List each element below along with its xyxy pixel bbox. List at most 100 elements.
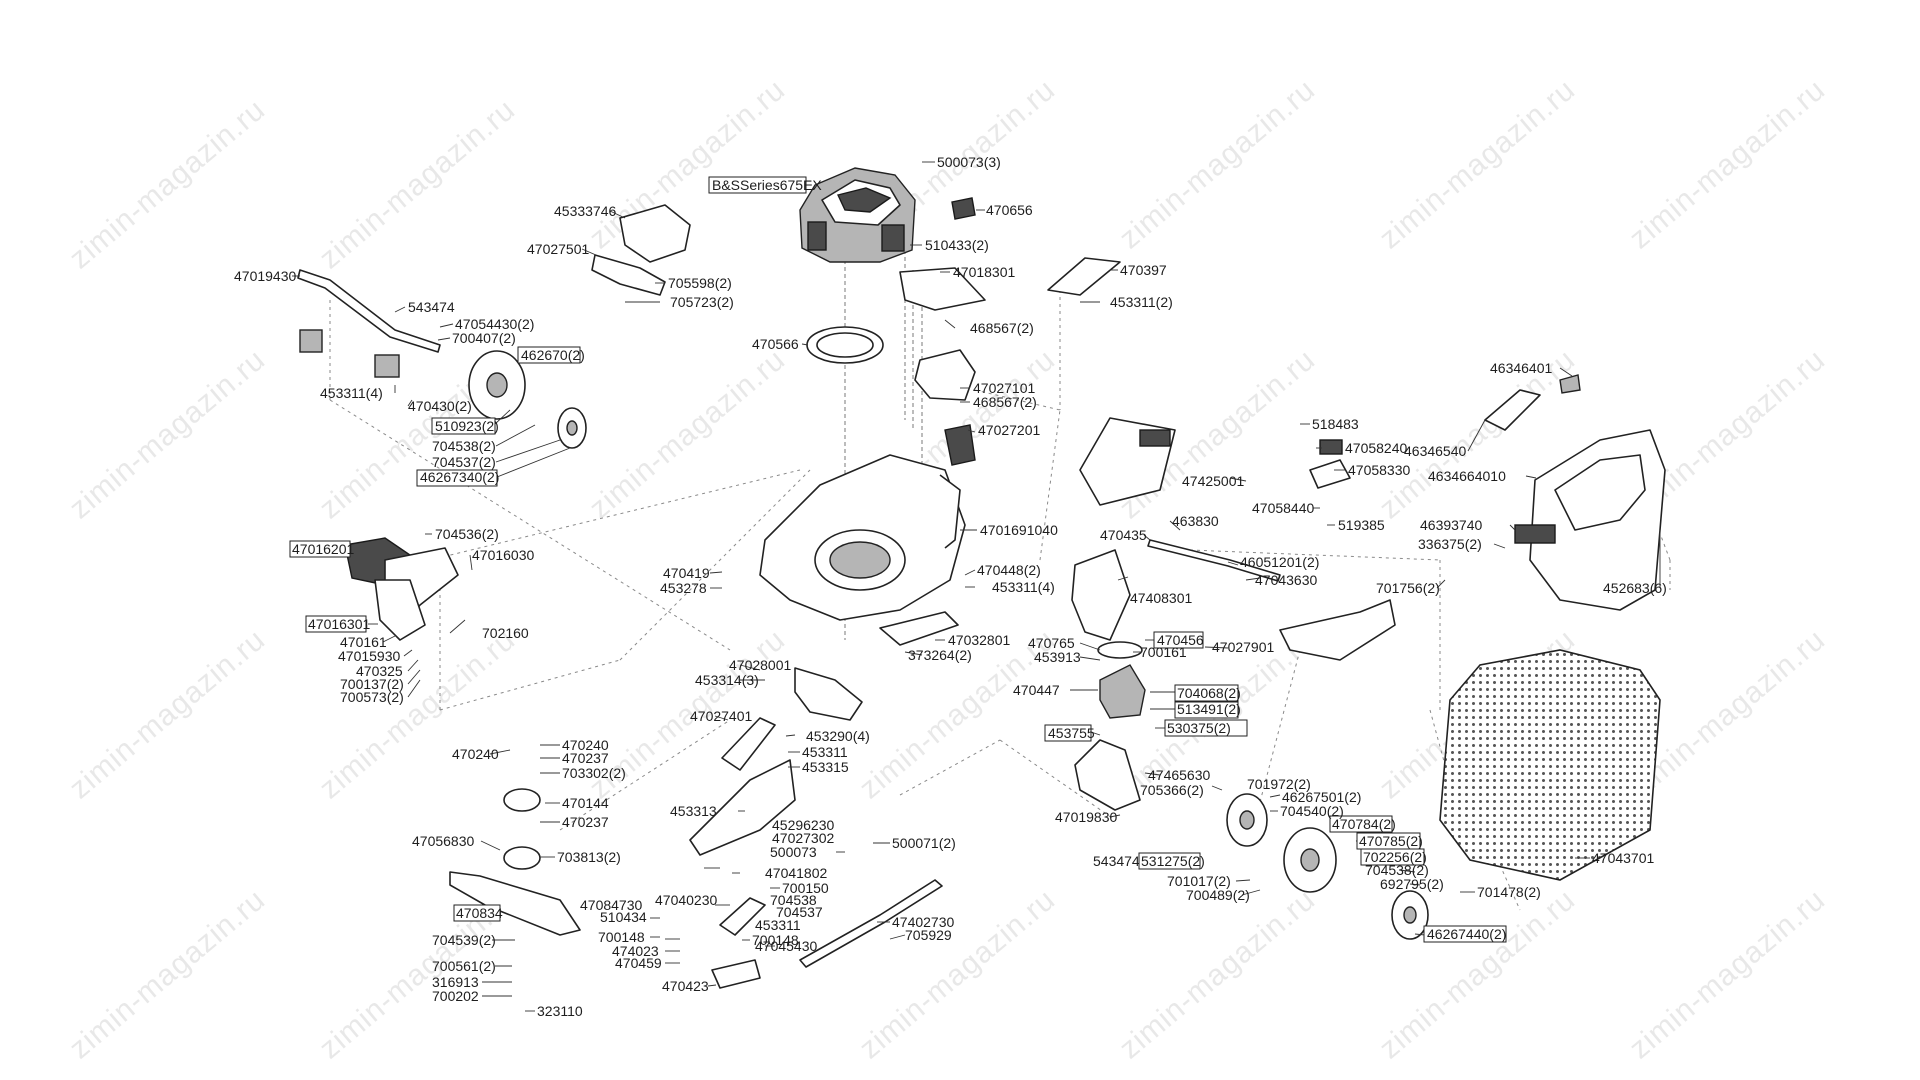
label-4634664010: 4634664010 — [1428, 468, 1506, 484]
label-47027201: 47027201 — [978, 422, 1041, 438]
label-700489-2: 700489(2) — [1186, 887, 1250, 903]
label-470447: 470447 — [1013, 682, 1060, 698]
label-47027101: 47027101 — [973, 380, 1036, 396]
label-47019430: 47019430 — [234, 268, 297, 284]
label-47015930: 47015930 — [338, 648, 401, 664]
label-316913: 316913 — [432, 974, 479, 990]
label-704538-2: 704538(2) — [432, 438, 496, 454]
label-47054430-2: 47054430(2) — [455, 316, 534, 332]
label-500073-3: 500073(3) — [937, 154, 1001, 170]
right-front-wheel — [1226, 793, 1268, 847]
label-453311: 453311 — [802, 744, 848, 760]
part-47043630 — [1147, 539, 1281, 582]
label-452683-6: 452683(6) — [1603, 580, 1667, 596]
label-453755: 453755 — [1048, 725, 1095, 741]
label-704537: 704537 — [776, 904, 823, 920]
label-47045430: 47045430 — [755, 938, 818, 954]
label-702256-2: 702256(2) — [1363, 849, 1427, 865]
label-470237-b: 470237 — [562, 814, 609, 830]
label-531275-2: 531275(2) — [1141, 853, 1205, 869]
label-470785-2: 470785(2) — [1359, 833, 1423, 849]
label-704540-2: 704540(2) — [1280, 803, 1344, 819]
label-702160: 702160 — [482, 625, 529, 641]
label-47043630: 47043630 — [1255, 572, 1318, 588]
label-4701691040: 4701691040 — [980, 522, 1058, 538]
label-47058330: 47058330 — [1348, 462, 1411, 478]
label-47056830: 47056830 — [412, 833, 475, 849]
watermark-text: zimin-magazin.ru — [63, 343, 271, 525]
label-453311-4-b: 453311(4) — [992, 579, 1055, 595]
part-470144 — [503, 788, 541, 812]
label-46393740: 46393740 — [1420, 517, 1483, 533]
part-47019830 — [1074, 739, 1141, 811]
label-530375-2: 530375(2) — [1167, 720, 1231, 736]
label-700150: 700150 — [782, 880, 829, 896]
label-47027501: 47027501 — [527, 241, 590, 257]
label-470834: 470834 — [456, 905, 503, 921]
leader-lines — [292, 161, 1661, 1012]
label-463830: 463830 — [1172, 513, 1219, 529]
part-4634664010-inner — [1554, 454, 1646, 531]
label-700161: 700161 — [1140, 644, 1187, 660]
label-701478-2: 701478(2) — [1477, 884, 1541, 900]
part-47028001 — [794, 667, 863, 721]
label-453278: 453278 — [660, 580, 707, 596]
part-bracket-left — [299, 329, 323, 353]
label-700148: 700148 — [598, 929, 645, 945]
label-47425001: 47425001 — [1182, 473, 1245, 489]
label-453311-2: 453311(2) — [1110, 294, 1173, 310]
part-47027901 — [1279, 599, 1396, 661]
label-47041802: 47041802 — [765, 865, 828, 881]
label-46346540: 46346540 — [1404, 443, 1467, 459]
label-47084730: 47084730 — [580, 897, 643, 913]
label-470325: 470325 — [356, 663, 403, 679]
label-47058240: 47058240 — [1345, 440, 1408, 456]
label-453290-4: 453290(4) — [806, 728, 870, 744]
label-47465630: 47465630 — [1148, 767, 1211, 783]
engine — [799, 167, 916, 263]
watermark-text: zimin-magazin.ru — [853, 883, 1061, 1065]
label-703813-2: 703813(2) — [557, 849, 621, 865]
label-453311-c: 453311 — [755, 917, 801, 933]
label-704068-2: 704068(2) — [1177, 685, 1241, 701]
label-704536-2: 704536(2) — [435, 526, 499, 542]
label-46267340-2: 46267340(2) — [420, 469, 499, 485]
label-470435: 470435 — [1100, 527, 1147, 543]
label-46267501-2: 46267501(2) — [1282, 789, 1361, 805]
label-519385: 519385 — [1338, 517, 1385, 533]
label-47027901: 47027901 — [1212, 639, 1275, 655]
label-704538: 704538 — [770, 892, 817, 908]
label-47016301: 47016301 — [308, 616, 371, 632]
part-47043701 — [1439, 649, 1661, 881]
label-453313: 453313 — [670, 803, 717, 819]
label-470144: 470144 — [562, 795, 609, 811]
label-500073: 500073 — [770, 844, 817, 860]
label-47032801: 47032801 — [948, 632, 1011, 648]
watermark-text: zimin-magazin.ru — [1113, 883, 1321, 1065]
label-47019830: 47019830 — [1055, 809, 1118, 825]
part-47019430 — [297, 269, 441, 353]
part-47027101 — [914, 349, 976, 401]
label-470397: 470397 — [1120, 262, 1167, 278]
part-470423 — [711, 959, 761, 989]
label-705366-2: 705366(2) — [1140, 782, 1204, 798]
watermark-text: zimin-magazin.ru — [1373, 73, 1581, 255]
label-692795-2: 692795(2) — [1380, 876, 1444, 892]
label-700561-2: 700561(2) — [432, 958, 496, 974]
watermark-text: zimin-magazin.ru — [1623, 883, 1831, 1065]
label-453315: 453315 — [802, 759, 849, 775]
part-470566-inner — [816, 332, 874, 358]
part-47032801 — [879, 611, 959, 646]
label-513491-2: 513491(2) — [1177, 701, 1241, 717]
blade-470834 — [449, 871, 581, 936]
left-rear-wheel — [468, 350, 526, 420]
label-47028001: 47028001 — [729, 657, 792, 673]
label-frames — [289, 176, 1507, 943]
part-470397 — [1047, 257, 1121, 296]
label-47018301: 47018301 — [953, 264, 1016, 280]
label-470656: 470656 — [986, 202, 1033, 218]
label-47027401: 47027401 — [690, 708, 753, 724]
watermark-text: zimin-magazin.ru — [313, 93, 521, 275]
label-500071-2: 500071(2) — [892, 835, 956, 851]
part-470656 — [951, 197, 976, 220]
